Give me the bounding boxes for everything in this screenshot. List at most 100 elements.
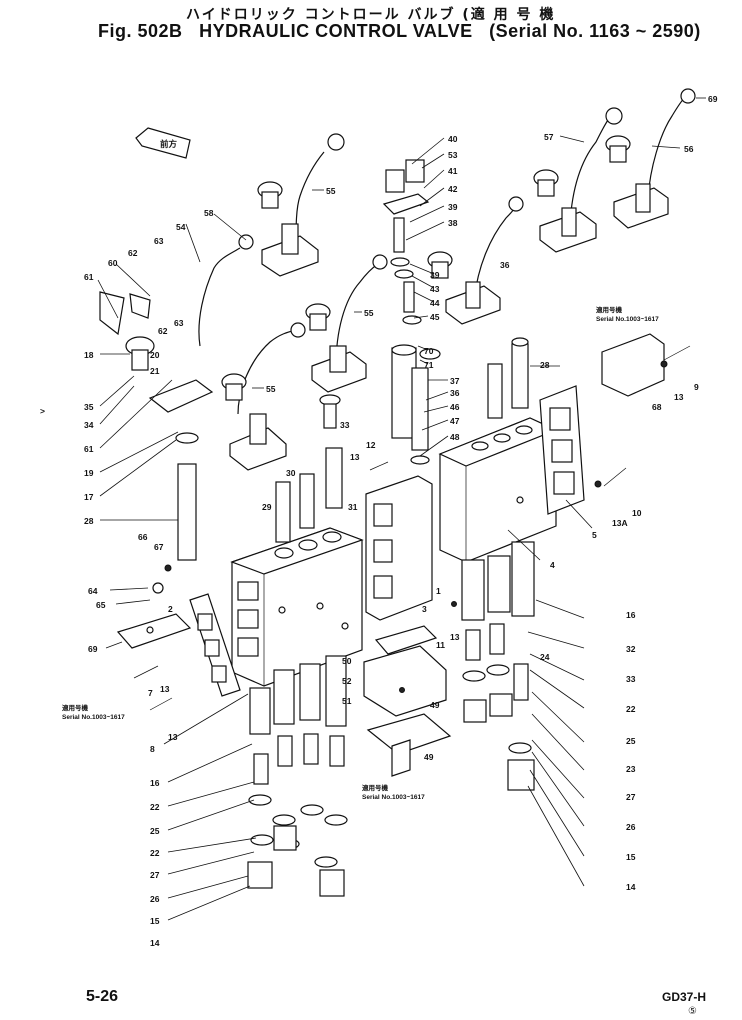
callout: 2 — [168, 604, 173, 614]
callout: 58 — [204, 208, 214, 218]
callout: 12 — [366, 440, 376, 450]
callout: 39 — [430, 270, 440, 280]
note-serial: Serial No.1003~1617 — [596, 316, 659, 323]
callout: 13A — [612, 518, 628, 528]
callout: 28 — [84, 516, 94, 526]
callout: 30 — [286, 468, 296, 478]
title-english: Fig. 502B HYDRAULIC CONTROL VALVE (Seria… — [98, 21, 701, 42]
callout: 13 — [168, 732, 178, 742]
callout: 55 — [326, 186, 336, 196]
right-valve-body — [438, 385, 585, 563]
callout: 52 — [342, 676, 352, 686]
callout: 7 — [148, 688, 153, 698]
boots-and-caps — [125, 135, 631, 401]
callout: 32 — [626, 644, 636, 654]
callout: 67 — [154, 542, 164, 552]
left-lower-stacks — [247, 655, 348, 897]
bracket-left — [116, 613, 192, 649]
callout: 38 — [448, 218, 458, 228]
callout: 14 — [150, 938, 160, 948]
title-jp-text: ハイドロリック コントロール バルブ — [186, 7, 456, 23]
callout: 42 — [448, 184, 458, 194]
callout: 64 — [88, 586, 98, 596]
callout: 8 — [150, 744, 155, 754]
callout: 27 — [626, 792, 636, 802]
callout: 48 — [450, 432, 460, 442]
bracket-top-left — [148, 379, 214, 413]
callout: 22 — [150, 848, 160, 858]
leader-lines — [97, 97, 706, 921]
callout: 36 — [500, 260, 510, 270]
callout: 40 — [448, 134, 458, 144]
direction-label: 前方 — [160, 139, 178, 149]
gasket-50 — [374, 625, 438, 655]
callout: 1 — [436, 586, 441, 596]
callout: 60 — [108, 258, 118, 268]
callout: 9 — [694, 382, 699, 392]
callout: 45 — [430, 312, 440, 322]
callout: 63 — [154, 236, 164, 246]
callout: 69 — [88, 644, 98, 654]
center-valve-body — [365, 475, 433, 621]
right-spools — [487, 337, 529, 419]
document-code: GD37-H — [662, 990, 707, 1004]
note-serial: Serial No.1003~1617 — [362, 794, 425, 801]
callout: 21 — [150, 366, 160, 376]
lever-housings — [229, 183, 669, 471]
callout: 51 — [342, 696, 352, 706]
callout: 22 — [626, 704, 636, 714]
callout: 15 — [150, 916, 160, 926]
front-direction-arrow: 前方 — [135, 127, 191, 159]
callout: 62 — [128, 248, 138, 258]
callout: 23 — [626, 764, 636, 774]
callout: 33 — [626, 674, 636, 684]
callout: 41 — [448, 166, 458, 176]
callout: 13 — [160, 684, 170, 694]
callout: 10 — [632, 508, 642, 518]
corner-mark: ⑤ — [688, 1006, 697, 1017]
note-label: 適用号機 — [596, 305, 623, 314]
callout: 56 — [684, 144, 694, 154]
note-label: 適用号機 — [62, 703, 89, 712]
callout: 55 — [266, 384, 276, 394]
bolts-and-small-parts — [99, 291, 691, 711]
callout: 19 — [84, 468, 94, 478]
callout: 49 — [430, 700, 440, 710]
callout: 33 — [340, 420, 350, 430]
callout: 63 — [174, 318, 184, 328]
callout: 11 — [436, 640, 445, 650]
callout: 28 — [540, 360, 550, 370]
callout: 22 — [150, 802, 160, 812]
callout: 39 — [448, 202, 458, 212]
figure-title: HYDRAULIC CONTROL VALVE — [199, 21, 473, 41]
right-lower-stacks — [461, 541, 535, 791]
callout: 49 — [424, 752, 434, 762]
callout: 29 — [262, 502, 272, 512]
callout: 4 — [550, 560, 555, 570]
callout: 69 — [708, 94, 718, 104]
callout: 26 — [150, 894, 160, 904]
serial-jp-text: (適 用 号 機 — [462, 7, 556, 23]
callout: 65 — [96, 600, 106, 610]
callout: 62 — [158, 326, 168, 336]
callout: 20 — [150, 350, 160, 360]
callout: 35 — [84, 402, 94, 412]
callout: 37 — [450, 376, 460, 386]
figure-label: Fig. 502B — [98, 21, 183, 41]
serial-range: (Serial No. 1163 ~ 2590) — [489, 21, 701, 41]
callout: 25 — [150, 826, 160, 836]
serial-notes: 適用号機 Serial No.1003~1617 適用号機 Serial No.… — [62, 305, 659, 801]
callout: 44 — [430, 298, 440, 308]
callout: 13 — [450, 632, 460, 642]
callout: 3 — [422, 604, 427, 614]
callout: 36 — [450, 388, 460, 398]
callout: 16 — [150, 778, 160, 788]
callout: 61 — [84, 272, 94, 282]
callout: 13 — [674, 392, 684, 402]
left-spools — [175, 394, 343, 561]
callout: 26 — [626, 822, 636, 832]
callout: 25 — [626, 736, 636, 746]
callout: 57 — [544, 132, 554, 142]
callout: 66 — [138, 532, 148, 542]
